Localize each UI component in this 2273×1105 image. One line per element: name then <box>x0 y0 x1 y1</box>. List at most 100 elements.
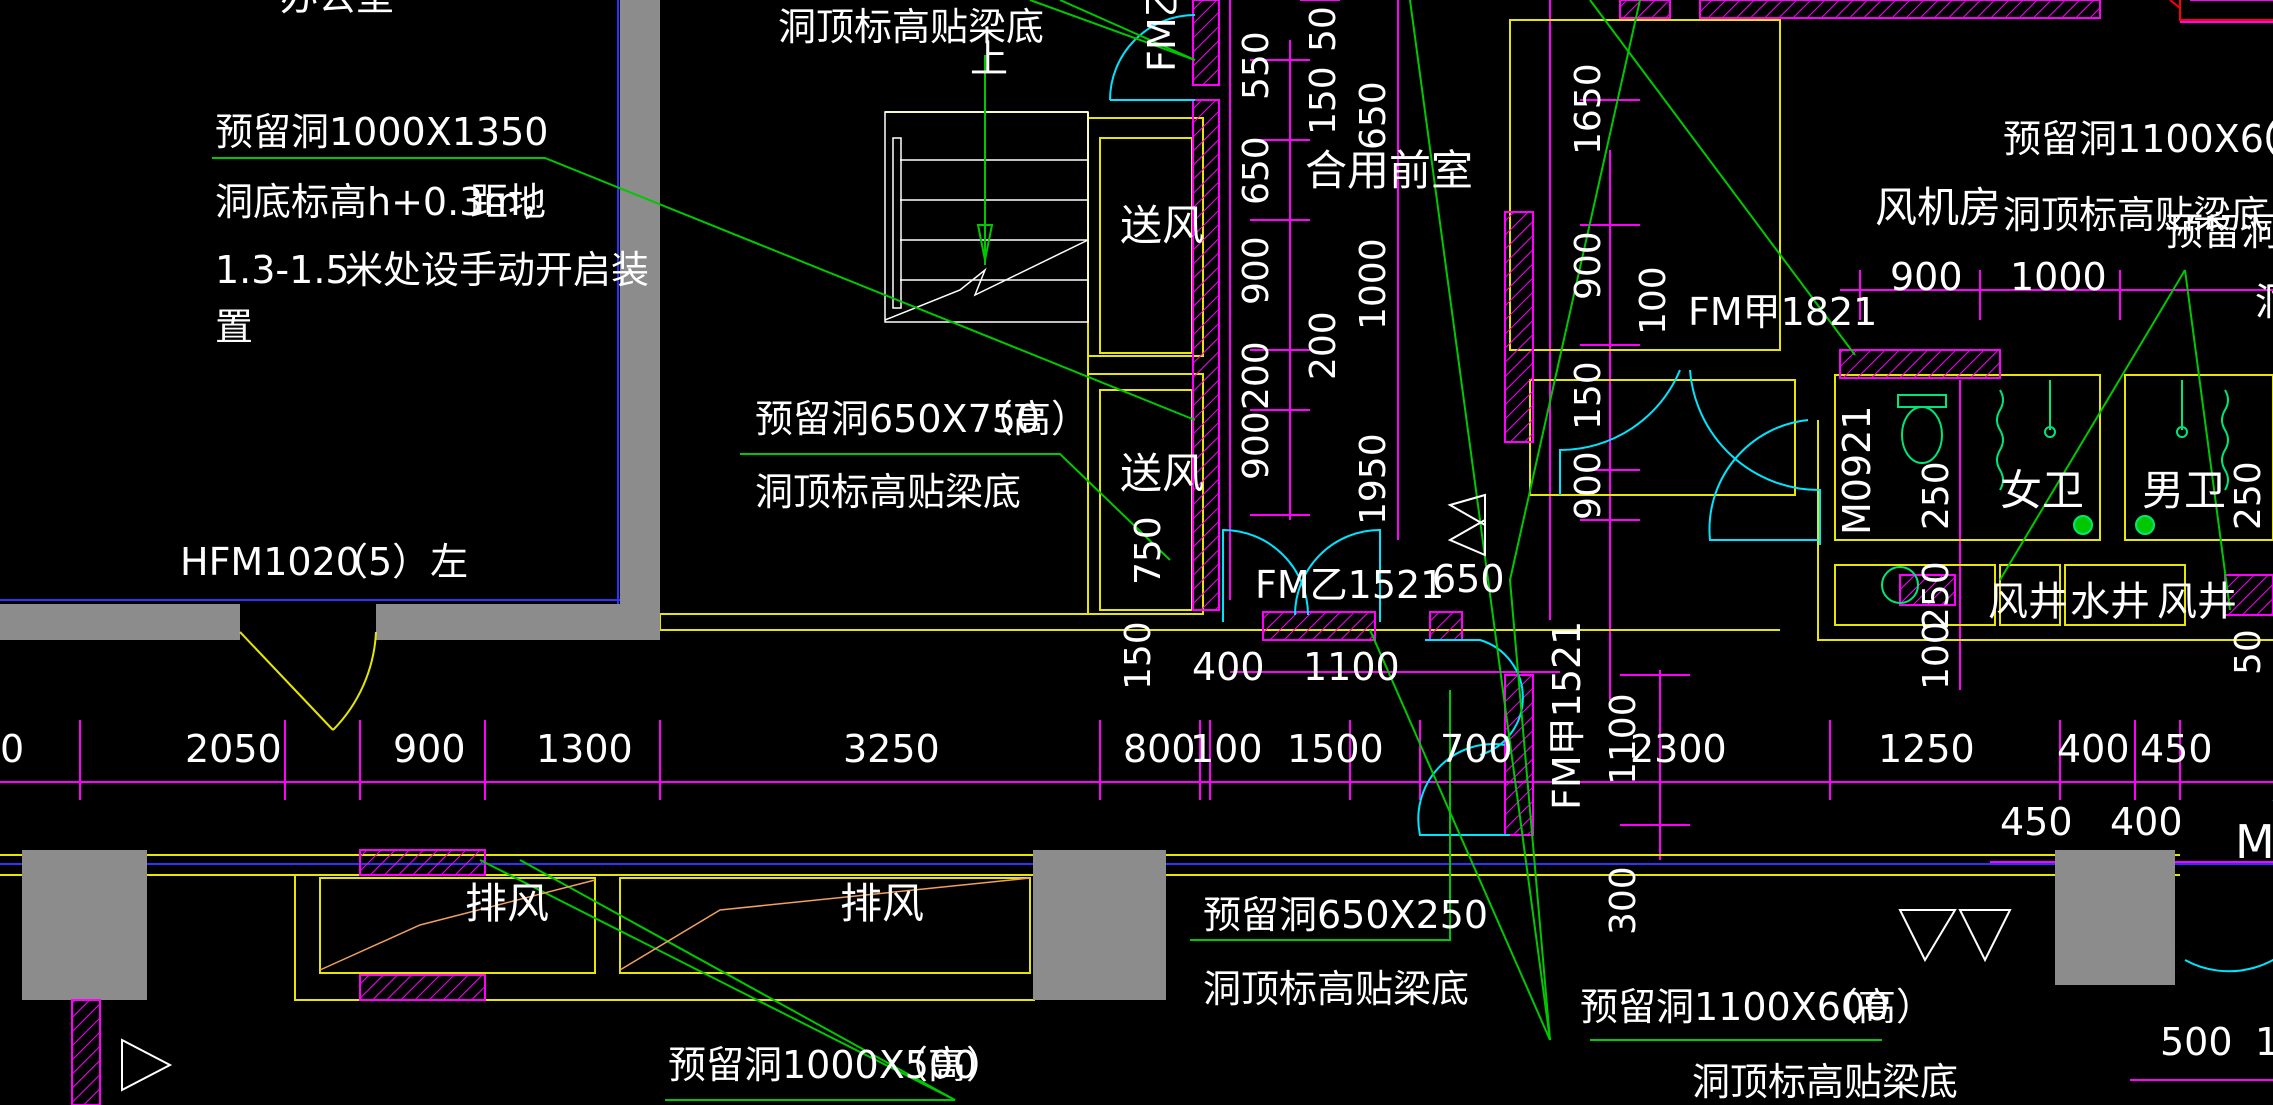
dim-bottom-700: 700 <box>1440 727 1513 771</box>
dim-top-1000: 1000 <box>2010 255 2107 299</box>
duct-diagonals <box>319 877 1031 971</box>
red-markings <box>2169 0 2273 21</box>
hole-7-label: 预留洞250 <box>2165 210 2273 254</box>
top-beam-note: 洞顶标高贴梁底 <box>778 5 1044 49</box>
dim-v-650: 650 <box>1236 136 1277 205</box>
dim-bottom-450: 450 <box>2140 727 2213 771</box>
dim-v-900d: 900 <box>1568 451 1609 520</box>
dim-bottom-1300: 1300 <box>536 727 633 771</box>
stair <box>884 111 1089 323</box>
dim-v-200a: 200 <box>1236 341 1277 410</box>
hole-3-label: 预留洞650X250 <box>1203 893 1488 937</box>
hole-5-label: 预留洞1000X500 <box>668 1043 977 1087</box>
dim-v-150: 150 <box>1303 66 1344 135</box>
dim-bottom-0: 0 <box>0 727 24 771</box>
door-fm-z-1521: FM乙1521 <box>1255 563 1444 607</box>
stair-up-label: 上 <box>970 37 1008 81</box>
dimension-lines <box>0 0 2273 1081</box>
dim-v-150c: 150 <box>1118 621 1159 690</box>
dim-v-150b: 150 <box>1568 361 1609 430</box>
dim-v-50b: 50 <box>2228 629 2269 675</box>
dim-v-1000: 1000 <box>1353 238 1394 330</box>
dim-v-1650b: 1650 <box>1568 63 1609 155</box>
dim-v-750: 750 <box>1128 516 1169 585</box>
room-water-shaft: 水井 <box>2070 579 2150 625</box>
dim-bottom-2300: 2300 <box>1630 727 1727 771</box>
door-swings <box>1109 14 2273 973</box>
room-female-wc: 女卫 <box>2000 466 2084 515</box>
dim-right-450: 450 <box>2000 800 2073 844</box>
hole-4-tag: （高） <box>1820 985 1934 1029</box>
door-fm-jia-1821: FM甲1821 <box>1688 290 1877 334</box>
dim-right-500: 500 <box>2160 1020 2233 1064</box>
dim-v-100a: 100 <box>1633 266 1674 335</box>
fire-symbols <box>121 493 2012 1092</box>
hfm-door-swing <box>239 631 377 731</box>
dim-bottom-1250: 1250 <box>1878 727 1975 771</box>
hfm-door-label: HFM1020 <box>180 540 360 584</box>
dim-v-900c: 900 <box>1568 231 1609 300</box>
dim-v-50: 50 <box>1303 6 1344 52</box>
door-fm-z-top: FM乙 <box>1140 0 1184 72</box>
room-air-shaft-1: 风井 <box>1988 579 2068 625</box>
dim-v-1100: 1100 <box>1603 693 1644 785</box>
hole-6-beam: 洞顶标高贴梁底 <box>2003 193 2269 237</box>
room-exhaust-1: 排风 <box>465 879 549 928</box>
door-m-right: M1 <box>2235 815 2273 869</box>
hole-1-elevation: 洞底标高h+0.3m， <box>215 180 558 224</box>
hole-1-manual-a: 1.3-1.5 <box>215 248 350 292</box>
room-fan-room: 风机房 <box>1875 183 2001 232</box>
hole-5-tag: （高） <box>890 1043 1004 1087</box>
hole-2-beam: 洞顶标高贴梁底 <box>755 470 1021 514</box>
hole-1-distance: 距地 <box>470 180 546 224</box>
dim-v-100b: 100 <box>1916 621 1957 690</box>
hole-1-manual-b: 米处设手动开启装 <box>345 248 649 292</box>
stair-arrow <box>976 55 994 265</box>
dim-bottom-400: 400 <box>2057 727 2130 771</box>
dim-bottom-1500: 1500 <box>1287 727 1384 771</box>
dim-top-900: 900 <box>1890 255 1963 299</box>
room-supply-air-1: 送风 <box>1120 201 1204 250</box>
dim-v-550: 550 <box>1236 31 1277 100</box>
dim-bottom-2050: 2050 <box>185 727 282 771</box>
wc-fixtures <box>1881 380 2229 604</box>
dim-v-900a: 900 <box>1236 236 1277 305</box>
door-m0921: M0921 <box>1835 406 1879 536</box>
dim-v-1650a: 650 <box>1353 81 1394 150</box>
dim-under-400: 400 <box>1192 645 1265 689</box>
hatched-columns <box>71 0 2273 1105</box>
hole-1-label: 预留洞1000X1350 <box>215 110 548 154</box>
dim-bottom-800: 800 <box>1123 727 1196 771</box>
room-exhaust-2: 排风 <box>840 879 924 928</box>
dim-right-1: 1 <box>2255 1020 2273 1064</box>
dim-v-200b: 200 <box>1303 311 1344 380</box>
hole-7-cut: 洞 <box>2255 280 2273 324</box>
dim-v-250a: 250 <box>1916 461 1957 530</box>
dim-v-250b: 250 <box>1916 561 1957 630</box>
dim-bottom-900: 900 <box>393 727 466 771</box>
dim-v-300: 300 <box>1603 866 1644 935</box>
room-air-shaft-2: 风井 <box>2157 579 2237 625</box>
hole-2-tag: （高） <box>975 397 1089 441</box>
room-supply-air-2: 送风 <box>1120 449 1204 498</box>
hole-3-beam: 洞顶标高贴梁底 <box>1203 967 1469 1011</box>
leader-lines <box>212 0 2231 1101</box>
hole-4-label: 预留洞1100X600 <box>1580 985 1889 1029</box>
dim-v-250c: 250 <box>2228 461 2269 530</box>
dim-v-1950: 1950 <box>1353 433 1394 525</box>
hole-2-label: 预留洞650X750 <box>755 397 1040 441</box>
door-fm-jia-1521: FM甲1521 <box>1545 621 1589 810</box>
dim-v-900b: 900 <box>1236 411 1277 480</box>
top-cut-title: 办公室 <box>280 0 394 19</box>
dim-under-1100: 1100 <box>1303 645 1400 689</box>
hole-1-manual-c: 置 <box>215 305 253 349</box>
hole-6-label: 预留洞1100X600 <box>2003 117 2273 161</box>
dim-right-400: 400 <box>2110 800 2183 844</box>
dim-bottom-100: 100 <box>1190 727 1263 771</box>
hfm-door-side: （5）左 <box>330 540 468 584</box>
dim-under-650: 650 <box>1432 557 1505 601</box>
hole-6-tag: （高 <box>2240 117 2273 161</box>
room-male-wc: 男卫 <box>2142 466 2226 515</box>
room-shared-lobby: 合用前室 <box>1305 146 1473 195</box>
